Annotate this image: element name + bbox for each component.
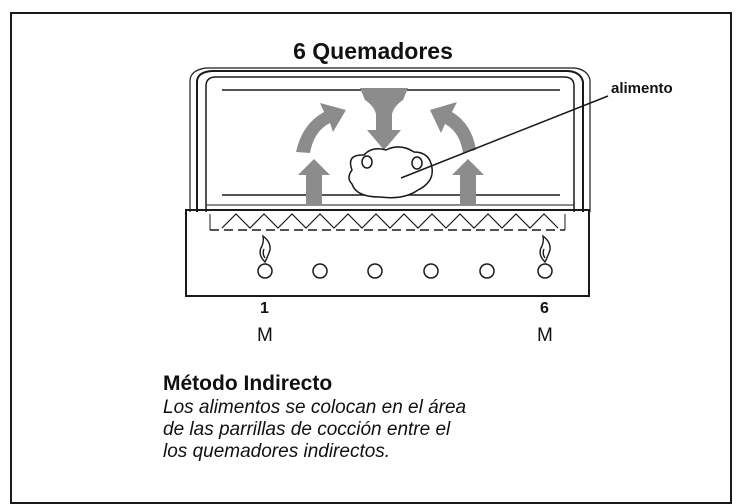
burner-knobs <box>257 263 553 279</box>
burner-knob-3 <box>367 263 383 279</box>
burner-knob-1 <box>257 263 273 279</box>
burner-knob-5 <box>479 263 495 279</box>
firebox <box>185 209 590 297</box>
burner-6-number: 6 <box>540 300 549 317</box>
callout-line <box>400 95 609 179</box>
flavorizer-bars <box>210 213 565 231</box>
burner-knob-4 <box>423 263 439 279</box>
diagram-title: 6 Quemadores <box>293 38 453 64</box>
flame-icon <box>259 234 551 264</box>
burner-1-number: 1 <box>260 300 269 317</box>
method-description-line: Los alimentos se colocan en el área <box>163 397 467 418</box>
burner-6-setting: M <box>537 325 553 346</box>
food-callout-label: alimento <box>611 80 673 97</box>
burner-knob-2 <box>312 263 328 279</box>
method-description-line: los quemadores indirectos. <box>163 441 391 462</box>
method-description-line: de las parrillas de cocción entre el <box>163 419 451 440</box>
method-description: Los alimentos se colocan en el área de l… <box>163 397 593 463</box>
burner-1-setting: M <box>257 325 273 346</box>
burner-knob-6 <box>537 263 553 279</box>
food-item <box>348 146 433 199</box>
heat-flow-arrows <box>296 88 484 204</box>
method-title: Método Indirecto <box>163 372 333 395</box>
